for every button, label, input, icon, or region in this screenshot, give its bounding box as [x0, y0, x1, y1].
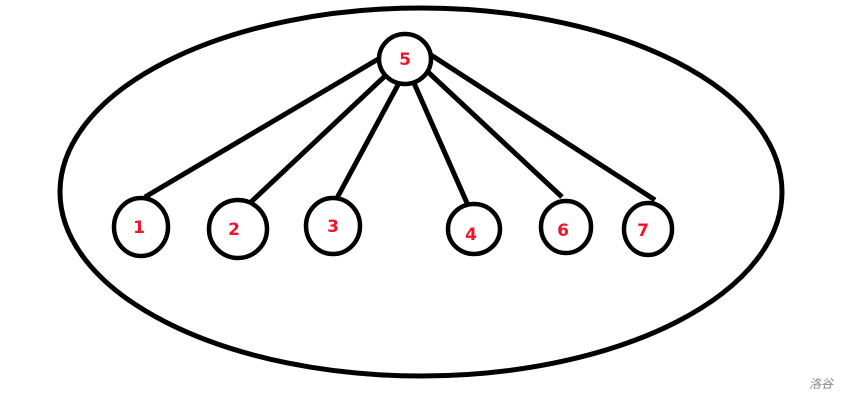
node-6: 6 [538, 198, 594, 256]
watermark: 洛谷 [808, 377, 833, 391]
node-2: 2 [206, 197, 270, 261]
node-3: 3 [303, 195, 363, 257]
node-1: 1 [111, 195, 171, 259]
node-label: 5 [399, 50, 411, 70]
node-5: 5 [376, 31, 434, 87]
node-label: 6 [557, 221, 569, 241]
edge-5-3 [334, 81, 402, 200]
enclosing-ellipse [57, 5, 785, 379]
node-label: 7 [637, 221, 649, 241]
node-label: 4 [465, 225, 477, 245]
node-label: 2 [228, 220, 240, 240]
node-label: 3 [327, 217, 339, 237]
node-4: 4 [445, 201, 503, 257]
edge-5-1 [143, 55, 382, 200]
edge-5-2 [248, 74, 387, 205]
edge-5-7 [429, 52, 657, 203]
edge-5-6 [426, 70, 564, 199]
node-7: 7 [621, 200, 675, 258]
edge-5-4 [411, 81, 470, 205]
node-label: 1 [133, 218, 145, 238]
